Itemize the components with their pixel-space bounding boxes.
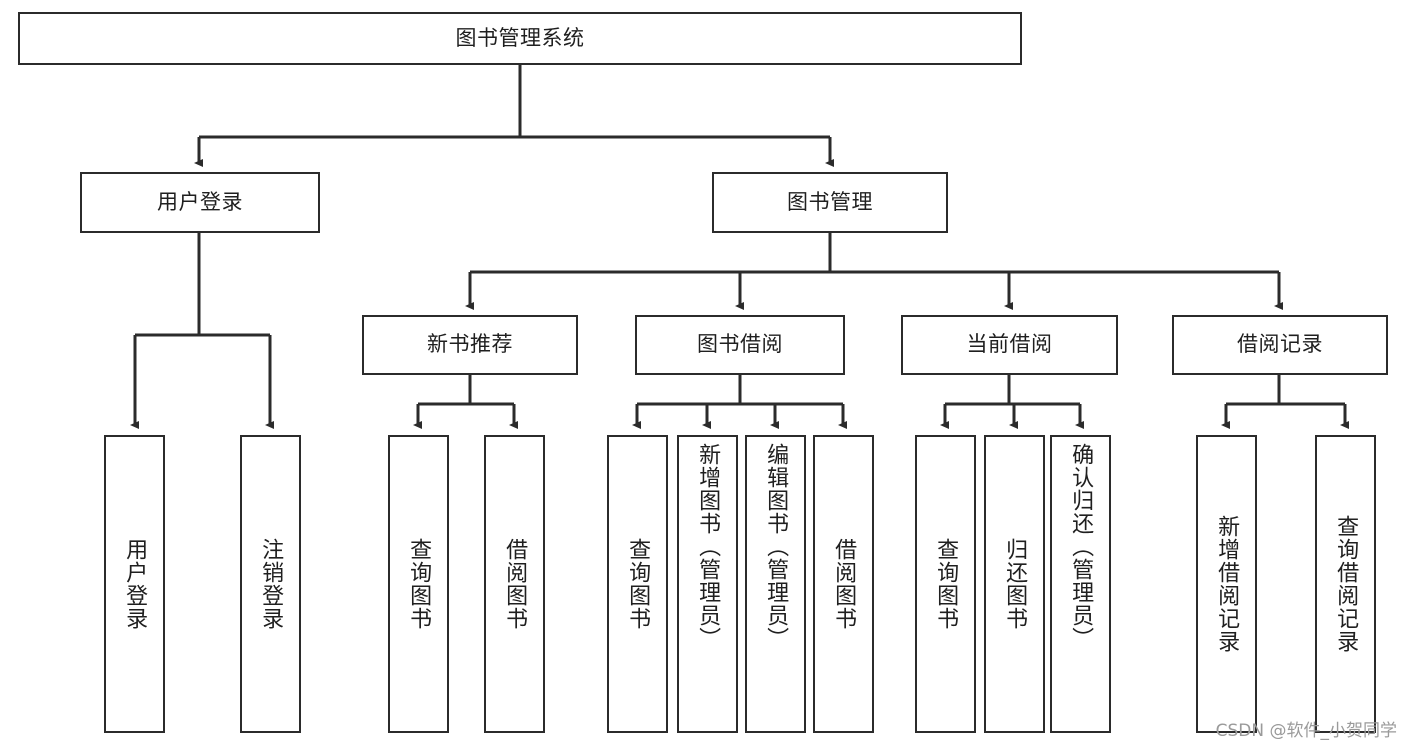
node-root-label: 图书管理系统 bbox=[455, 25, 585, 50]
leaf-borrow-book-1-label: 借阅图书 bbox=[502, 538, 528, 630]
leaf-add-borrow-record[interactable]: 新增借阅记录 bbox=[1196, 435, 1257, 733]
leaf-return-book[interactable]: 归还图书 bbox=[984, 435, 1045, 733]
node-book-borrow[interactable]: 图书借阅 bbox=[635, 315, 845, 375]
node-book-manage[interactable]: 图书管理 bbox=[712, 172, 948, 233]
node-borrow-record-label: 借阅记录 bbox=[1237, 332, 1323, 357]
leaf-user-logout[interactable]: 注销登录 bbox=[240, 435, 301, 733]
node-borrow-record[interactable]: 借阅记录 bbox=[1172, 315, 1388, 375]
node-book-borrow-label: 图书借阅 bbox=[697, 332, 783, 357]
leaf-user-logout-label: 注销登录 bbox=[258, 538, 284, 630]
leaf-edit-book[interactable]: 编辑图书（管理员） bbox=[745, 435, 806, 733]
watermark-text: CSDN @软件_小贺同学 bbox=[1215, 721, 1397, 741]
leaf-query-book-2[interactable]: 查询图书 bbox=[607, 435, 668, 733]
leaf-query-book-2-label: 查询图书 bbox=[625, 538, 651, 630]
leaf-edit-book-label: 编辑图书（管理员） bbox=[763, 443, 789, 650]
leaf-query-book-1-label: 查询图书 bbox=[406, 538, 432, 630]
node-root[interactable]: 图书管理系统 bbox=[18, 12, 1022, 65]
node-user-login[interactable]: 用户登录 bbox=[80, 172, 320, 233]
node-new-book-recommend-label: 新书推荐 bbox=[427, 332, 513, 357]
leaf-borrow-book-2-label: 借阅图书 bbox=[831, 538, 857, 630]
leaf-borrow-book-2[interactable]: 借阅图书 bbox=[813, 435, 874, 733]
leaf-add-book-label: 新增图书（管理员） bbox=[695, 443, 721, 650]
node-new-book-recommend[interactable]: 新书推荐 bbox=[362, 315, 578, 375]
node-user-login-label: 用户登录 bbox=[157, 189, 243, 214]
leaf-query-book-1[interactable]: 查询图书 bbox=[388, 435, 449, 733]
leaf-query-book-3[interactable]: 查询图书 bbox=[915, 435, 976, 733]
node-current-borrow[interactable]: 当前借阅 bbox=[901, 315, 1118, 375]
leaf-query-book-3-label: 查询图书 bbox=[933, 538, 959, 630]
node-current-borrow-label: 当前借阅 bbox=[966, 332, 1053, 357]
leaf-confirm-return-label: 确认归还（管理员） bbox=[1068, 443, 1094, 650]
leaf-add-book[interactable]: 新增图书（管理员） bbox=[677, 435, 738, 733]
node-book-manage-label: 图书管理 bbox=[787, 189, 873, 214]
leaf-return-book-label: 归还图书 bbox=[1002, 538, 1028, 630]
leaf-confirm-return[interactable]: 确认归还（管理员） bbox=[1050, 435, 1111, 733]
leaf-query-borrow-record-label: 查询借阅记录 bbox=[1333, 515, 1359, 653]
leaf-user-login-label: 用户登录 bbox=[122, 538, 148, 630]
leaf-query-borrow-record[interactable]: 查询借阅记录 bbox=[1315, 435, 1376, 733]
leaf-add-borrow-record-label: 新增借阅记录 bbox=[1214, 515, 1240, 653]
leaf-borrow-book-1[interactable]: 借阅图书 bbox=[484, 435, 545, 733]
leaf-user-login[interactable]: 用户登录 bbox=[104, 435, 165, 733]
